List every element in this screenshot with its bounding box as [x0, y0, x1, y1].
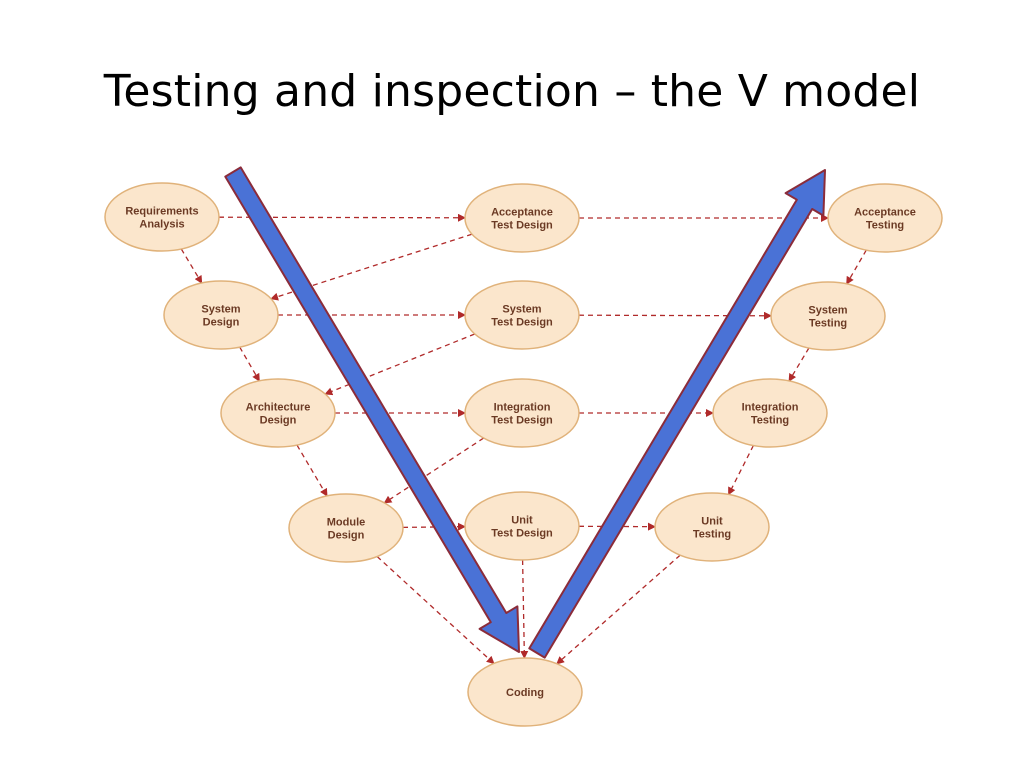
link-sys_t-to-int_t [788, 347, 810, 382]
node-label: Module [327, 517, 366, 529]
link-arch-to-mod [296, 444, 328, 497]
node-label: Design [328, 530, 365, 542]
link-unit_td-to-code [520, 559, 529, 659]
big-arrows-layer [224, 166, 826, 659]
link-sys-to-arch [239, 346, 260, 382]
node-ellipse [770, 281, 886, 351]
node-code: Coding [467, 657, 583, 727]
node-label: Testing [693, 529, 731, 541]
node-label: System [808, 305, 847, 317]
node-ellipse [464, 491, 580, 561]
node-label: Testing [809, 318, 847, 330]
link-unit_t-to-code [556, 554, 681, 665]
node-label: Design [203, 317, 240, 329]
node-ellipse [464, 378, 580, 448]
node-label: Test Design [491, 415, 553, 427]
node-label: Test Design [491, 317, 553, 329]
verification-arrow [224, 166, 520, 653]
node-label: Design [260, 415, 297, 427]
node-ellipse [712, 378, 828, 448]
node-ellipse [654, 492, 770, 562]
node-ellipse [220, 378, 336, 448]
node-label: Requirements [125, 206, 198, 218]
node-label: Unit [701, 516, 723, 528]
node-label: Acceptance [854, 207, 916, 219]
node-label: Integration [494, 402, 551, 414]
node-label: Testing [866, 220, 904, 232]
node-ellipse [464, 280, 580, 350]
link-int_t-to-unit_t [728, 445, 754, 496]
node-label: Unit [511, 515, 533, 527]
node-ellipse [163, 280, 279, 350]
node-label: Acceptance [491, 207, 553, 219]
node-label: System [502, 304, 541, 316]
slide-title: Testing and inspection – the V model [103, 66, 921, 117]
node-ellipse [827, 183, 943, 253]
node-label: System [201, 304, 240, 316]
node-ellipse [104, 182, 220, 252]
node-label: Test Design [491, 528, 553, 540]
node-label: Coding [506, 687, 544, 699]
node-ellipse [464, 183, 580, 253]
node-label: Test Design [491, 220, 553, 232]
link-int_td-to-mod [383, 437, 484, 504]
node-label: Testing [751, 415, 789, 427]
node-label: Integration [742, 402, 799, 414]
node-ellipse [467, 657, 583, 727]
link-acc_t-to-sys_t [846, 249, 867, 285]
node-label: Analysis [139, 219, 184, 231]
validation-arrow [528, 169, 826, 659]
node-ellipse [288, 493, 404, 563]
link-req-to-sys [180, 248, 203, 284]
node-label: Architecture [246, 402, 311, 414]
